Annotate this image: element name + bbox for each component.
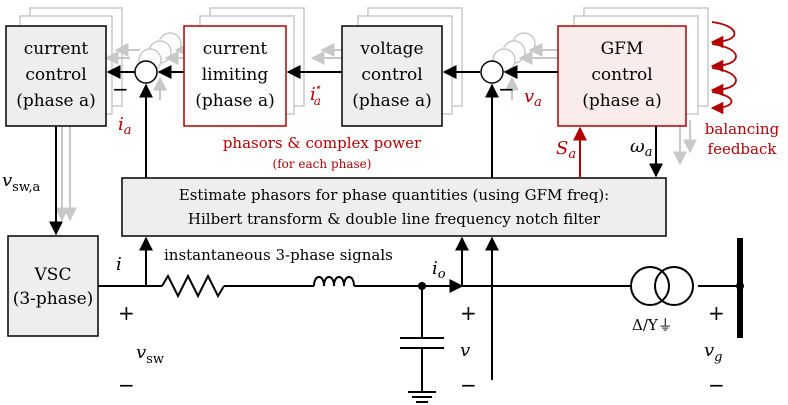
label-v: v [460,340,470,361]
gfm-control-line3: (phase a) [582,91,662,111]
gfm-control-line1: GFM [601,39,644,59]
estimator-line1: Estimate phasors for phase quantities (u… [179,186,609,204]
control-signal-lines [49,65,663,380]
voltage-control-line3: (phase a) [352,91,432,111]
balancing-feedback-label-2: feedback [708,140,778,158]
minus-sign-vg: − [708,373,725,397]
capacitor-node [418,282,426,290]
current-control-line2: control [25,65,86,85]
label-s-a: Sa [556,138,576,162]
label-v-g: vg [704,340,723,365]
instantaneous-signals-note: instantaneous 3-phase signals [164,246,393,264]
gfm-control-line2: control [591,65,652,85]
for-each-phase-note: (for each phase) [273,157,372,171]
minus-sign-current: − [112,77,129,101]
current-control-line3: (phase a) [16,91,96,111]
ghost-signal-lines [55,43,697,222]
voltage-control-line2: control [361,65,422,85]
transformer-icon [630,266,694,306]
current-limiting-line2: limiting [202,65,269,85]
vsc-line1: VSC [34,265,72,285]
plus-sign-vg: + [708,301,725,325]
summing-junction-current [134,60,158,84]
vsc-block: VSC (3-phase) [7,235,99,337]
estimator-line2: Hilbert transform & double line frequenc… [188,210,601,228]
summing-junction-voltage [480,60,504,84]
current-control-block: current control (phase a) [5,25,107,127]
phasors-power-note: phasors & complex power [223,134,422,152]
current-limiting-line1: current [203,39,268,59]
balancing-feedback-label-1: balancing [705,120,780,138]
current-limiting-line3: (phase a) [195,91,275,111]
voltage-control-block: voltage control (phase a) [341,25,443,127]
label-v-sw: vsw [136,342,164,367]
sign-marks: − − + − + − + − [112,77,725,397]
label-i-a-star: ia⋆ [310,80,322,108]
power-circuit [98,273,740,403]
label-omega-a: ωa [630,136,652,160]
label-i: i [116,254,122,275]
minus-sign-v: − [460,373,477,397]
balancing-feedback-arcs [710,21,737,115]
gfm-control-block: GFM control (phase a) [557,25,687,127]
label-i-a: ia [118,114,132,138]
label-i-o: io [432,258,446,282]
label-v-sw-a: vsw,a [2,170,41,195]
minus-sign-vsw: − [118,373,135,397]
minus-sign-voltage: − [498,77,515,101]
voltage-control-line1: voltage [359,39,423,59]
label-transformer: Δ/Y⏚ [632,316,673,334]
label-v-a: va [524,86,542,110]
current-limiting-block: current limiting (phase a) [183,25,287,127]
plus-sign-v: + [460,301,477,325]
plus-sign-vsw: + [118,301,135,325]
current-control-line1: current [24,39,89,59]
estimator-block: Estimate phasors for phase quantities (u… [121,177,667,237]
vsc-line2: (3-phase) [13,289,94,309]
